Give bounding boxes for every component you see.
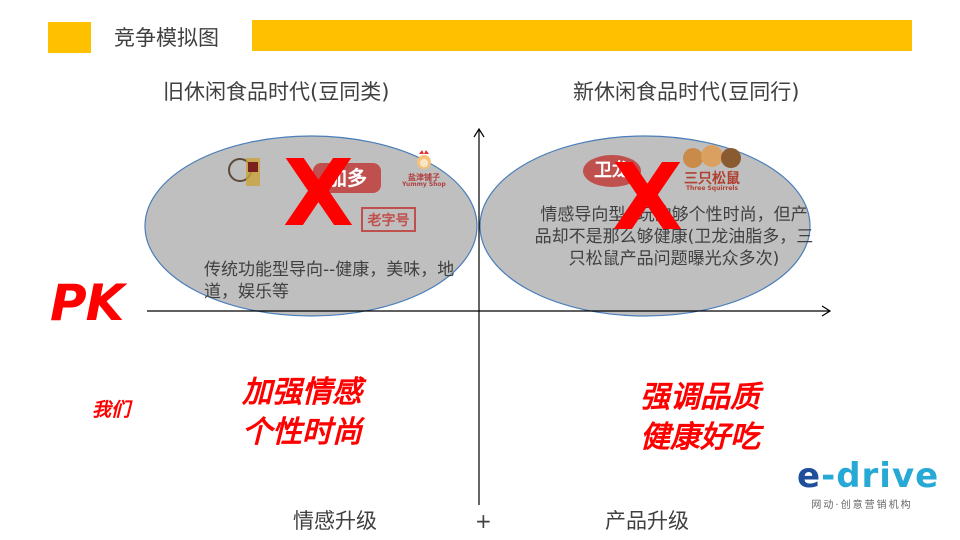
old-era-ellipse	[144, 135, 478, 317]
edrive-logo-wordmark: e-drive	[797, 456, 940, 496]
new-era-cross-icon: X	[612, 144, 683, 251]
strategy-quality-line-2: 健康好吃	[640, 420, 760, 455]
new-era-ellipse	[479, 135, 811, 317]
brand-logo-weilong: 卫龙	[583, 155, 641, 187]
strategy-quality-line-1: 强调品质	[640, 380, 760, 415]
pk-label: PK	[50, 274, 124, 332]
brand-logo-yanjin: 盐津铺子 Yummy Shop	[400, 150, 448, 198]
x-axis-left-label: 情感升级	[293, 509, 377, 533]
us-label: 我们	[92, 399, 131, 421]
x-axis-right-label: 产品升级	[605, 509, 689, 533]
horizontal-axis-arrow-icon	[821, 305, 832, 317]
header-accent-bar	[252, 20, 912, 51]
strategy-emotional-line-2: 个性时尚	[242, 415, 362, 450]
vertical-axis-arrow-icon	[473, 127, 485, 138]
strategy-quality: 强调品质 健康好吃	[620, 378, 780, 458]
new-era-description: 情感导向型--玩的够个性时尚，但产品却不是那么够健康(卫龙油脂多，三只松鼠产品问…	[534, 205, 814, 269]
old-era-description: 传统功能型导向--健康，美味，地道，娱乐等	[204, 260, 455, 302]
brand-logo-jiaduo: 加多	[313, 163, 381, 193]
brand-logo-red-seal: 老字号	[361, 207, 416, 232]
old-era-title: 旧休闲食品时代(豆同类)	[163, 80, 390, 104]
strategy-emotional: 加强情感 个性时尚	[232, 373, 372, 453]
header-accent-block	[48, 22, 91, 53]
edrive-logo: e-drive 网动·创意营销机构	[797, 456, 940, 511]
new-era-title: 新休闲食品时代(豆同行)	[573, 80, 800, 104]
brand-logo-haobashi	[228, 152, 264, 192]
plus-icon: +	[475, 509, 492, 533]
old-era-cross-icon: X	[283, 140, 354, 247]
strategy-emotional-line-1: 加强情感	[242, 375, 362, 410]
page-title: 竞争模拟图	[114, 26, 219, 50]
brand-logo-three-squirrels: 三只松鼠 Three Squirrels	[676, 142, 748, 198]
edrive-logo-tagline: 网动·创意营销机构	[811, 500, 913, 511]
